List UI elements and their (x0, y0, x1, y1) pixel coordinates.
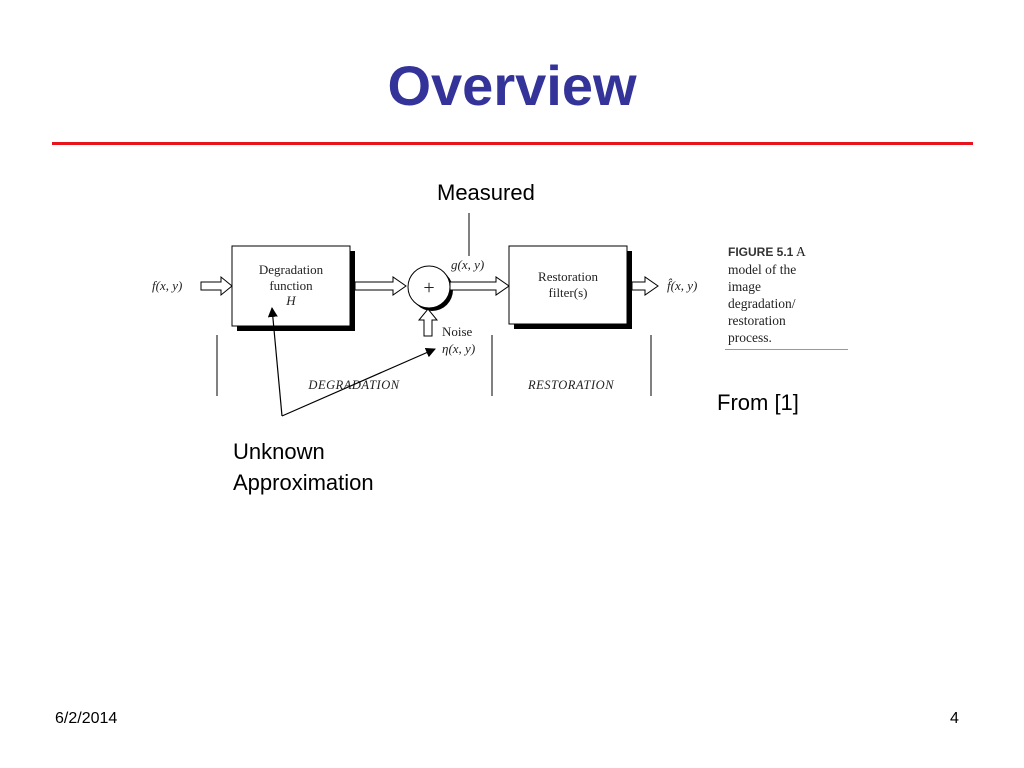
slide-date: 6/2/2014 (55, 710, 118, 727)
input-signal-label: f(x, y) (152, 278, 182, 293)
unknown-approximation-annotation: Unknown Approximation (233, 436, 374, 498)
caption-divider (725, 349, 848, 350)
unknown-arrow-to-noise (281, 348, 436, 417)
figure-label: FIGURE 5.1 (728, 245, 794, 259)
noise-arrow (417, 308, 439, 337)
noise-symbol: η(x, y) (442, 341, 475, 356)
slide-page-number: 4 (950, 710, 959, 727)
restoration-filter-box (508, 245, 628, 325)
output-signal-label: f̂(x, y) (667, 278, 697, 293)
slide-title: Overview (387, 54, 637, 117)
unknown-line2: Approximation (233, 470, 374, 495)
degradation-box-line1: Degradation (259, 262, 324, 277)
degraded-signal-arrow (354, 276, 407, 296)
measured-signal-label: g(x, y) (451, 257, 484, 272)
summation-symbol: + (423, 277, 434, 299)
restoration-section-label: RESTORATION (527, 378, 614, 392)
caption-line3: image (728, 279, 761, 294)
source-citation: From [1] (717, 390, 799, 415)
caption-line5: restoration (728, 313, 786, 328)
output-arrow (631, 276, 659, 296)
caption-line2: model of the (728, 262, 797, 277)
unknown-line1: Unknown (233, 439, 325, 464)
figure-caption: FIGURE 5.1 A model of the image degradat… (728, 243, 806, 346)
unknown-arrow-to-h (267, 307, 283, 417)
degradation-box-line2: function (269, 278, 313, 293)
measured-annotation: Measured (437, 180, 535, 205)
degradation-function-box (231, 245, 351, 327)
caption-line4: degradation/ (728, 296, 796, 311)
restoration-box-line1: Restoration (538, 269, 598, 284)
input-arrow (200, 275, 233, 297)
degradation-box-line3: H (285, 293, 296, 308)
noise-label: Noise (442, 324, 473, 339)
restoration-box-line2: filter(s) (549, 285, 588, 300)
caption-line6: process. (728, 330, 772, 345)
measured-signal-arrow (449, 276, 510, 296)
title-divider (52, 142, 973, 145)
caption-line1: A (796, 244, 806, 259)
